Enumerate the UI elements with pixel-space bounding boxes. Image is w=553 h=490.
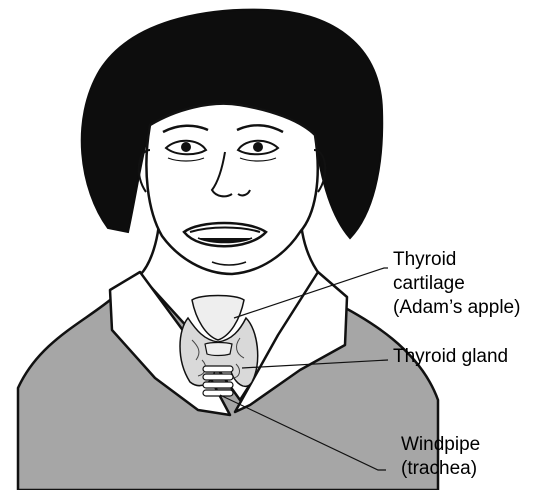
label-thyroid-gland: Thyroid gland: [393, 345, 508, 369]
label-windpipe-line-1: Windpipe: [401, 433, 480, 457]
label-windpipe: Windpipe (trachea): [401, 433, 480, 481]
label-thyroid-cartilage-line-3: (Adam’s apple): [393, 296, 520, 320]
label-thyroid-cartilage-line-2: cartilage: [393, 272, 520, 296]
cricoid-cartilage: [205, 343, 232, 356]
label-thyroid-gland-text: Thyroid gland: [393, 345, 508, 369]
label-thyroid-cartilage: Thyroid cartilage (Adam’s apple): [393, 248, 520, 320]
label-thyroid-cartilage-line-1: Thyroid: [393, 248, 520, 272]
label-windpipe-line-2: (trachea): [401, 457, 480, 481]
